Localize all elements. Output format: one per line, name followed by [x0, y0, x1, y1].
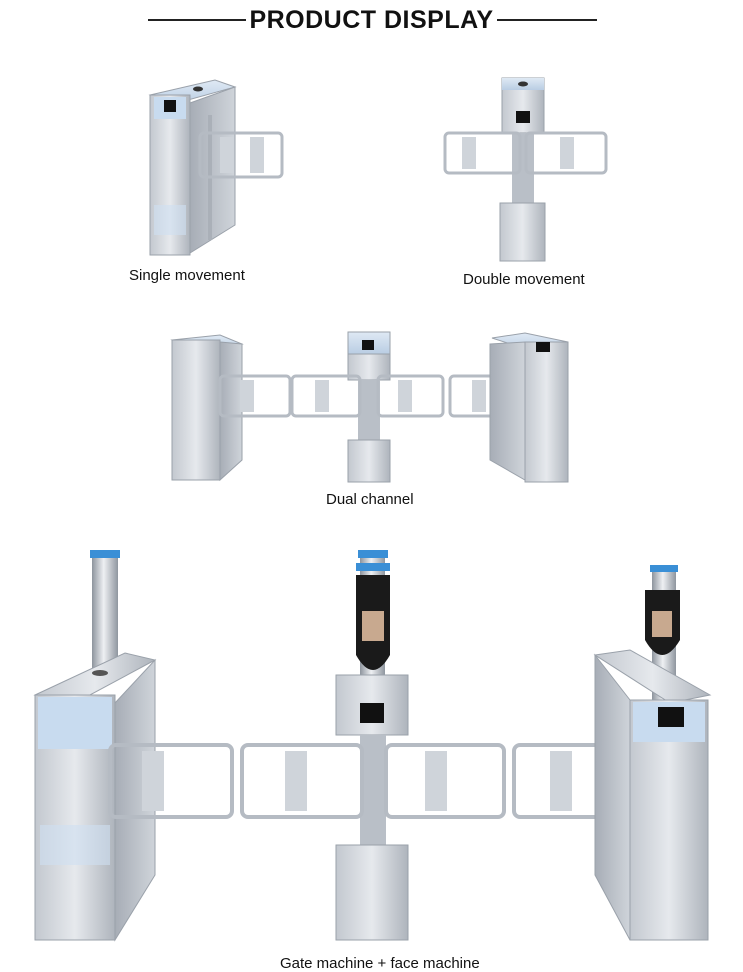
caption-dual-channel: Dual channel [326, 491, 414, 508]
caption-double-movement: Double movement [463, 271, 585, 288]
single-movement-gate-image [148, 79, 284, 256]
page-title: PRODUCT DISPLAY [249, 6, 494, 34]
header-rule-right [497, 19, 597, 21]
double-movement-gate-image [443, 77, 608, 262]
caption-single-movement: Single movement [129, 267, 245, 284]
caption-gate-face-machine: Gate machine + face machine [280, 955, 480, 972]
dual-channel-gate-image [170, 331, 569, 483]
gate-face-machine-image [33, 550, 712, 942]
header-rule-left [148, 19, 246, 21]
